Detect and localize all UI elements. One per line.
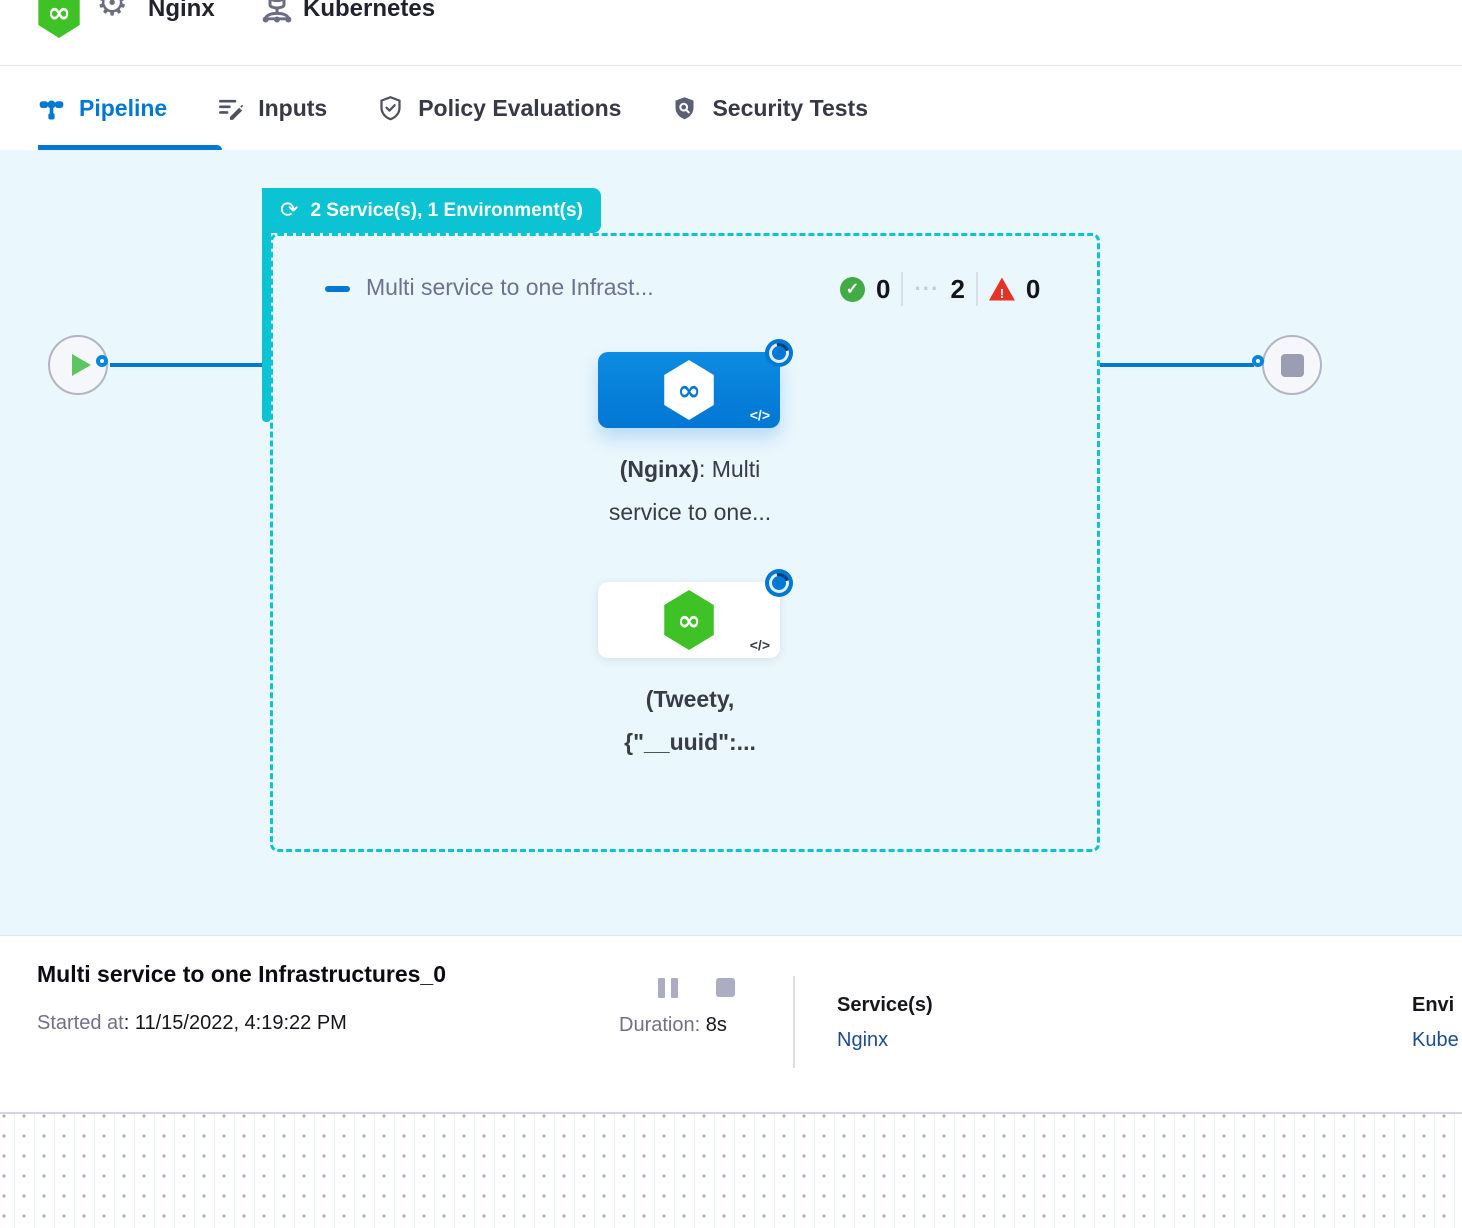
duration: Duration: 8s — [619, 1014, 727, 1037]
play-icon — [71, 354, 91, 376]
sync-icon: ⟳ — [280, 198, 299, 223]
tab-pipeline[interactable]: Pipeline — [38, 95, 167, 122]
pause-button[interactable] — [658, 978, 678, 998]
console-grid-area[interactable] — [0, 1112, 1462, 1228]
execution-tab-bar: Pipeline Inputs Policy Evaluations — [0, 66, 1462, 150]
success-count: 0 — [876, 273, 891, 304]
running-dots-icon: ··· — [914, 276, 940, 301]
gear-icon: ⚙ — [96, 0, 129, 23]
started-at-value: : 11/15/2022, 4:19:22 PM — [123, 1012, 347, 1034]
pause-icon — [671, 978, 678, 998]
pause-icon — [658, 978, 665, 998]
service-node-tweety[interactable]: ∞ </> — [598, 569, 793, 658]
tab-policy-evaluations-label: Policy Evaluations — [418, 94, 622, 121]
top-bar: ∞ ⚙ Nginx Kubernetes — [0, 0, 1462, 66]
tab-security-tests[interactable]: Security Tests — [671, 95, 868, 122]
services-label: Service(s) — [837, 994, 933, 1016]
flow-line-left — [110, 363, 266, 367]
tab-policy-evaluations[interactable]: Policy Evaluations — [377, 95, 621, 122]
collapse-stage-icon[interactable] — [325, 286, 350, 292]
duration-value: 8s — [705, 1014, 727, 1036]
execution-title: Multi service to one Infrastructures_0 — [37, 961, 447, 987]
code-icon: </> — [749, 637, 770, 653]
active-tab-underline — [38, 145, 222, 150]
pipeline-service-name: Nginx — [148, 0, 215, 22]
services-link[interactable]: Nginx — [837, 1029, 889, 1051]
tab-inputs-label: Inputs — [258, 94, 328, 121]
harness-logo-icon: ∞ — [664, 360, 714, 420]
stage-selected-bar — [262, 188, 271, 422]
pipeline-canvas[interactable]: ⟳ 2 Service(s), 1 Environment(s) Multi s… — [0, 150, 1462, 935]
start-node-port — [96, 355, 108, 367]
inputs-icon — [219, 99, 244, 120]
started-at-label: Started at — [37, 1012, 124, 1034]
environments-label: Envi — [1412, 994, 1455, 1016]
pipeline-start-node[interactable] — [48, 335, 108, 395]
infinity-glyph: ∞ — [47, 0, 71, 29]
stage-status-counts: ✓ 0 ··· 2 ! 0 — [840, 272, 1040, 306]
tab-security-tests-label: Security Tests — [712, 94, 868, 121]
tab-inputs[interactable]: Inputs — [217, 95, 327, 122]
stage-title: Multi service to one Infrast... — [366, 274, 654, 300]
end-node-port — [1252, 355, 1264, 367]
duration-label: Duration: — [619, 1014, 706, 1036]
kubernetes-icon — [256, 0, 298, 35]
service-node-tweety-label: (Tweety, {"__uuid":... — [624, 686, 756, 755]
running-spinner-icon — [765, 339, 793, 367]
stage-group-box[interactable] — [270, 233, 1100, 852]
flow-line-right — [1100, 363, 1254, 367]
service-node-nginx-label: (Nginx): Multi service to one... — [608, 456, 772, 525]
pipeline-end-node[interactable] — [1262, 335, 1322, 395]
stop-button[interactable] — [716, 978, 735, 997]
stage-badge-label: 2 Service(s), 1 Environment(s) — [310, 199, 583, 221]
security-shield-icon — [675, 96, 694, 119]
success-check-icon: ✓ — [840, 276, 865, 302]
failed-count: 0 — [1025, 273, 1041, 304]
execution-footer: Multi service to one Infrastructures_0 S… — [0, 935, 1462, 1112]
stop-icon — [1280, 353, 1304, 377]
policy-shield-icon — [380, 95, 401, 120]
running-spinner-icon — [765, 569, 793, 597]
harness-logo-icon: ∞ — [664, 590, 714, 650]
pipeline-environment-name: Kubernetes — [303, 0, 436, 22]
running-count: 2 — [950, 273, 965, 304]
environments-link[interactable]: Kube — [1412, 1029, 1459, 1051]
divider — [975, 272, 978, 306]
divider — [793, 976, 795, 1068]
started-at: Started at: 11/15/2022, 4:19:22 PM — [37, 1012, 347, 1035]
harness-logo-icon: ∞ — [38, 0, 80, 38]
code-icon: </> — [749, 407, 770, 423]
divider — [901, 272, 904, 306]
tab-pipeline-label: Pipeline — [79, 94, 168, 121]
pipeline-icon — [39, 100, 64, 120]
warning-triangle-icon: ! — [988, 277, 1015, 301]
service-node-nginx[interactable]: ∞ </> — [598, 339, 793, 428]
stage-services-badge[interactable]: ⟳ 2 Service(s), 1 Environment(s) — [262, 188, 601, 233]
